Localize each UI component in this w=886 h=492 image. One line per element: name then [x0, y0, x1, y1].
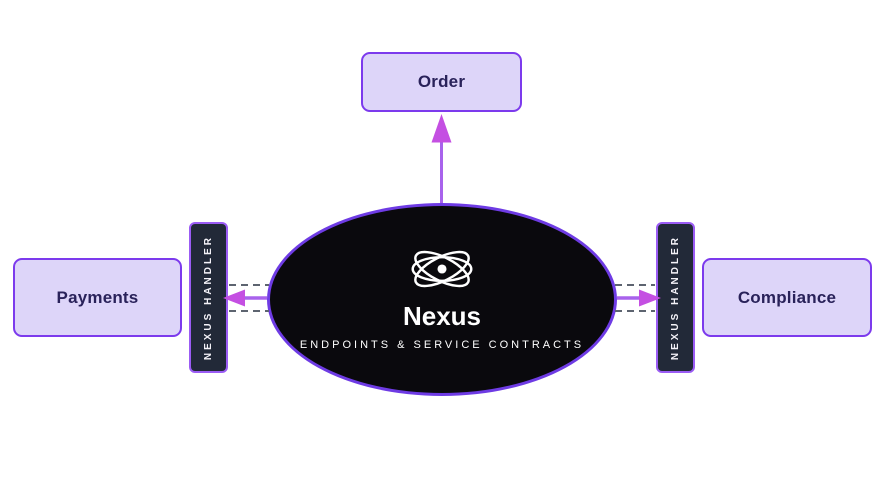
edge-hub-order	[431, 114, 452, 203]
handler-left: NEXUS HANDLER	[189, 222, 228, 373]
atom-icon	[411, 250, 473, 288]
handler-right: NEXUS HANDLER	[656, 222, 695, 373]
node-order-label: Order	[417, 72, 466, 91]
node-nexus-hub: Nexus ENDPOINTS & SERVICE CONTRACTS	[267, 203, 617, 396]
handler-right-label: NEXUS HANDLER	[670, 234, 681, 361]
node-payments-label: Payments	[56, 287, 139, 307]
node-payments: Payments	[13, 258, 182, 337]
edge-hub-payments	[223, 284, 269, 312]
node-order: Order	[361, 52, 522, 112]
hub-title: Nexus	[402, 301, 482, 332]
hub-subtitle: ENDPOINTS & SERVICE CONTRACTS	[299, 338, 585, 351]
node-compliance: Compliance	[702, 258, 872, 337]
arrowhead-up-icon	[431, 114, 452, 143]
node-compliance-label: Compliance	[737, 287, 837, 307]
edge-hub-compliance	[615, 284, 661, 312]
handler-left-label: NEXUS HANDLER	[203, 234, 214, 361]
